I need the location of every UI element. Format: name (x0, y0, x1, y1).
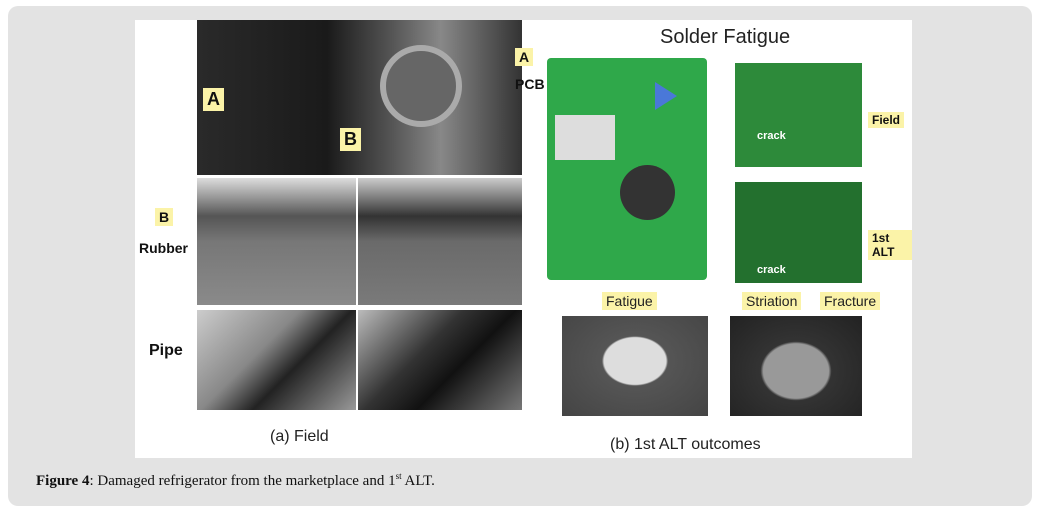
pcb-photo (547, 58, 707, 280)
rubber-photo-2 (358, 178, 522, 305)
sem-fatigue-photo (562, 316, 708, 416)
field-caption: (a) Field (270, 428, 329, 445)
pipe-label: Pipe (149, 342, 183, 359)
label-b2: B (155, 208, 174, 226)
heatsink (555, 115, 615, 160)
label-a-pcb: A (515, 48, 534, 66)
caption-end: ALT. (401, 473, 435, 489)
solder-fatigue-title: Solder Fatigue (660, 26, 791, 48)
figure-number: Figure 4 (36, 473, 90, 489)
alt-label: 1st ALT (868, 230, 912, 260)
pipe-photo-2 (358, 310, 522, 410)
label-a: A (203, 88, 224, 111)
crack-label-2: crack (757, 264, 786, 276)
crack-label-1: crack (757, 130, 786, 142)
fan-icon (380, 45, 462, 127)
compressor-photo (197, 20, 522, 175)
fracture-label: Fracture (820, 292, 881, 310)
rubber-photo-1 (197, 178, 356, 305)
pcb-label: PCB (515, 76, 545, 92)
capacitor (620, 165, 675, 220)
rubber-label: Rubber (139, 240, 188, 256)
pipe-photo-1 (197, 310, 356, 410)
figure-caption: Figure 4: Damaged refrigerator from the … (36, 471, 435, 490)
sem-fracture-photo (730, 316, 862, 416)
striation-label: Striation (742, 292, 802, 310)
alt-outcomes-caption: (b) 1st ALT outcomes (610, 436, 761, 453)
figure-image: A B B Rubber Pipe (a) Field Solder Fatig… (135, 20, 912, 458)
caption-text: : Damaged refrigerator from the marketpl… (89, 473, 396, 489)
alt-photo (735, 182, 862, 283)
field-photo (735, 63, 862, 167)
label-b: B (340, 128, 361, 151)
fatigue-label: Fatigue (602, 292, 657, 310)
caption-sup: st (395, 471, 402, 481)
arrow-icon (655, 82, 677, 110)
field-label: Field (868, 112, 905, 128)
